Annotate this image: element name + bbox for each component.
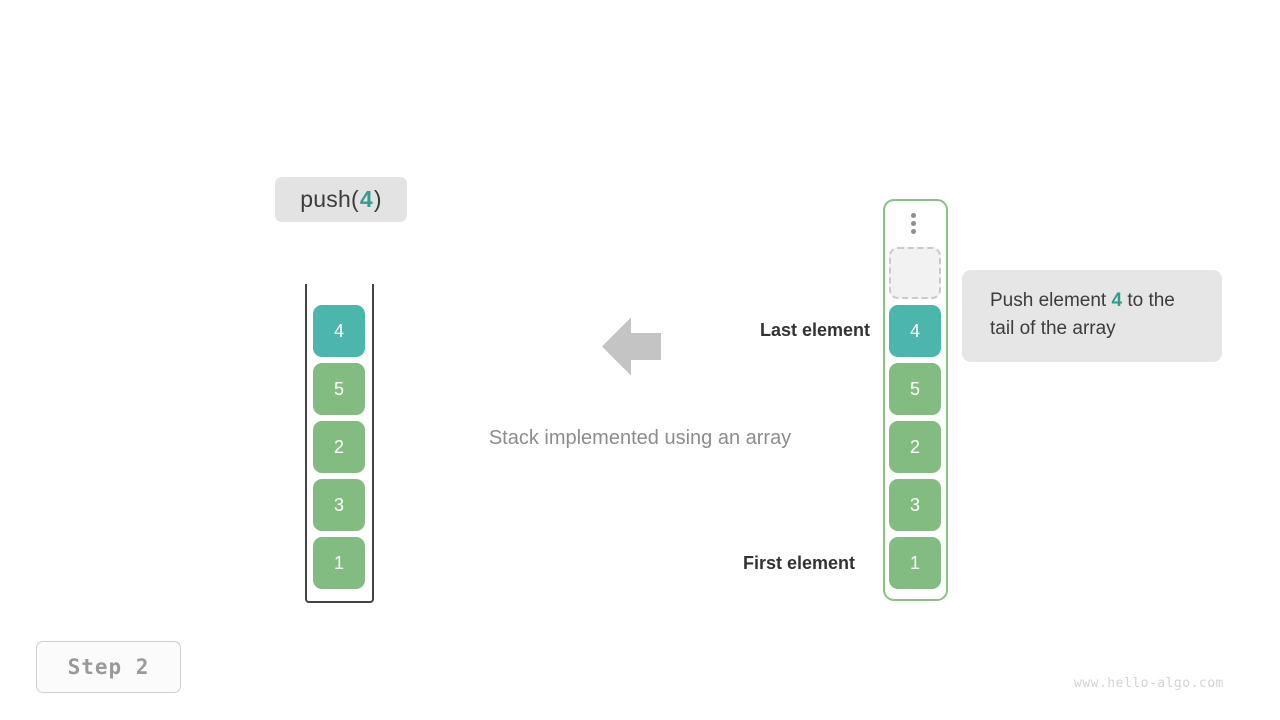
array-slot: 1 [889,537,941,589]
array-container-frame [883,199,948,601]
stack-cell-value: 1 [333,552,344,573]
stack-cell-value: 4 [333,320,344,341]
array-slot-value: 4 [909,320,920,341]
array-slot: 5 [889,363,941,415]
array-slot-value: 5 [909,378,920,399]
stack-container-frame [305,284,374,603]
diagram-caption: Stack implemented using an array [488,427,792,449]
watermark: www.hello-algo.com [1074,676,1224,691]
stack-cell: 5 [313,363,365,415]
stack-cell: 2 [313,421,365,473]
tooltip-text-after: to the tail of the array [990,290,1175,339]
vertical-ellipsis-icon [910,213,917,234]
operation-name: push [300,186,351,212]
array-slot: 3 [889,479,941,531]
explanation-tooltip: Push element 4 to the tail of the array [962,270,1222,362]
stack-cell-value: 2 [333,436,344,457]
array-slot-list: 4 5 2 3 1 [889,247,941,589]
last-element-label: Last element [759,320,870,340]
array-slot-empty [889,247,941,299]
array-slot: 4 [889,305,941,357]
tooltip-text-before: Push element [990,290,1112,311]
ellipsis-dot [911,221,916,226]
first-element-label: First element [742,553,855,573]
stack-cell: 4 [313,305,365,357]
operation-open-paren: ( [350,186,359,212]
operation-close-paren: ) [373,186,382,212]
array-slot-value: 3 [909,494,920,515]
array-slot-value: 1 [909,552,920,573]
stack-cell: 1 [313,537,365,589]
ellipsis-dot [911,213,916,218]
left-arrow-icon [602,317,661,376]
stack-cell-value: 3 [333,494,344,515]
array-slot: 2 [889,421,941,473]
step-badge: Step 2 [36,641,181,693]
tooltip-emphasis-value: 4 [1111,290,1123,311]
ellipsis-dot [911,229,916,234]
stack-cell: 3 [313,479,365,531]
stack-cell-value: 5 [333,378,344,399]
stack-cell-list: 4 5 2 3 1 [313,305,365,589]
operation-badge: push(4) [275,177,407,222]
operation-argument: 4 [359,186,373,212]
array-slot-value: 2 [909,436,920,457]
